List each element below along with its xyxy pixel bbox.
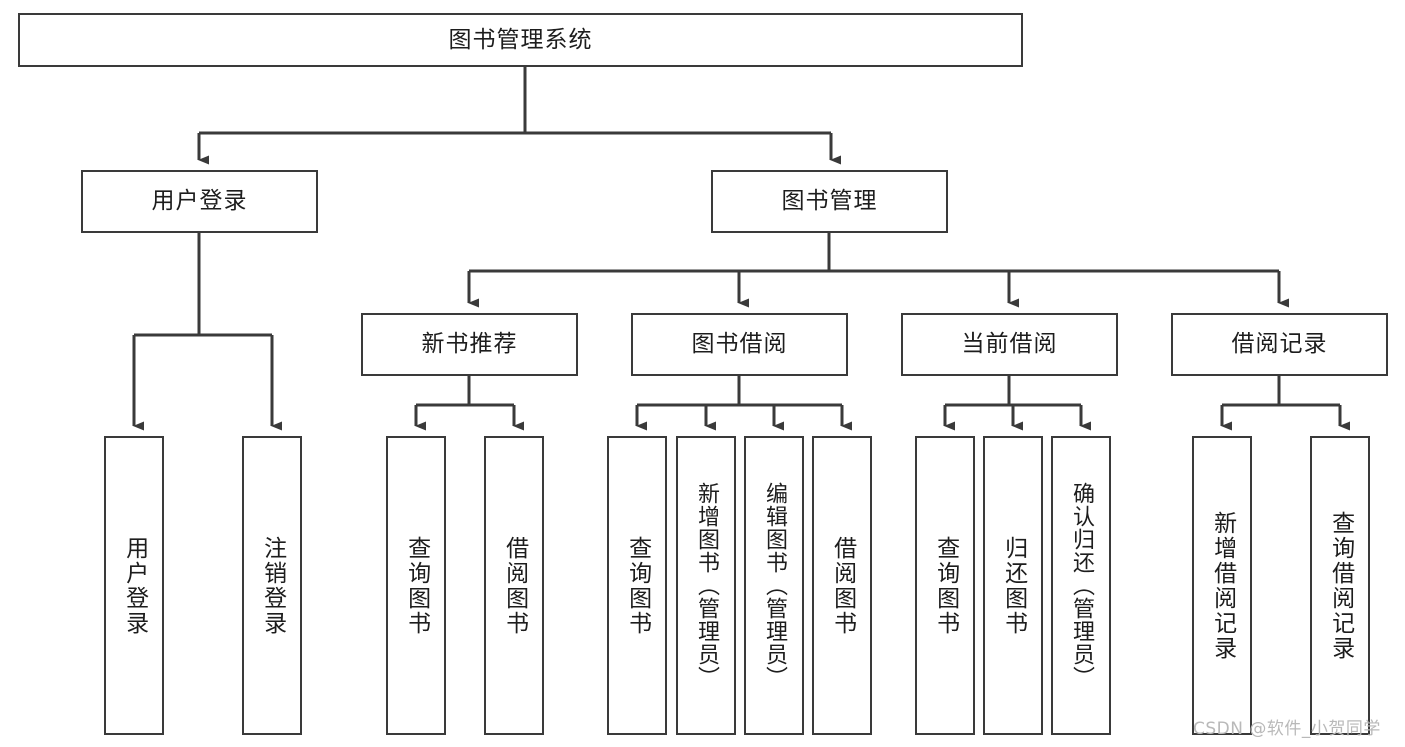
node-book-borrow[interactable]: 图书借阅	[631, 313, 848, 376]
leaf-user-login-2[interactable]: 注销登录	[242, 436, 302, 735]
node-book-management[interactable]: 图书管理	[711, 170, 948, 233]
csdn-watermark: CSDN @软件_小贺同学	[1193, 719, 1381, 739]
leaf-user-login-1-label: 用户登录	[121, 535, 148, 636]
leaf-book-borrow-2-label: 新增图书（管理员）	[693, 482, 719, 689]
leaf-user-login-2-label: 注销登录	[259, 535, 286, 636]
leaf-new-book-2[interactable]: 借阅图书	[484, 436, 544, 735]
leaf-borrow-records-1-label: 新增借阅记录	[1209, 510, 1236, 661]
leaf-current-borrow-1[interactable]: 查询图书	[915, 436, 975, 735]
leaf-user-login-1[interactable]: 用户登录	[104, 436, 164, 735]
leaf-new-book-1-label: 查询图书	[403, 535, 430, 636]
leaf-current-borrow-2-label: 归还图书	[1000, 535, 1027, 636]
node-user-login-label: 用户登录	[151, 188, 248, 214]
leaf-new-book-1[interactable]: 查询图书	[386, 436, 446, 735]
leaf-current-borrow-2[interactable]: 归还图书	[983, 436, 1043, 735]
node-borrow-records[interactable]: 借阅记录	[1171, 313, 1388, 376]
node-book-management-label: 图书管理	[781, 188, 878, 214]
leaf-borrow-records-1[interactable]: 新增借阅记录	[1192, 436, 1252, 735]
leaf-book-borrow-4-label: 借阅图书	[829, 535, 856, 636]
node-new-book-recommend-label: 新书推荐	[421, 331, 518, 357]
node-new-book-recommend[interactable]: 新书推荐	[361, 313, 578, 376]
node-root[interactable]: 图书管理系统	[18, 13, 1023, 67]
node-current-borrow-label: 当前借阅	[961, 331, 1058, 357]
leaf-book-borrow-3-label: 编辑图书（管理员）	[761, 482, 787, 689]
leaf-book-borrow-3[interactable]: 编辑图书（管理员）	[744, 436, 804, 735]
leaf-book-borrow-2[interactable]: 新增图书（管理员）	[676, 436, 736, 735]
node-user-login[interactable]: 用户登录	[81, 170, 318, 233]
node-current-borrow[interactable]: 当前借阅	[901, 313, 1118, 376]
leaf-current-borrow-1-label: 查询图书	[932, 535, 959, 636]
leaf-book-borrow-1[interactable]: 查询图书	[607, 436, 667, 735]
leaf-borrow-records-2[interactable]: 查询借阅记录	[1310, 436, 1370, 735]
leaf-book-borrow-1-label: 查询图书	[624, 535, 651, 636]
leaf-borrow-records-2-label: 查询借阅记录	[1327, 510, 1354, 661]
node-book-borrow-label: 图书借阅	[691, 331, 788, 357]
leaf-current-borrow-3-label: 确认归还（管理员）	[1068, 482, 1094, 689]
node-borrow-records-label: 借阅记录	[1231, 331, 1328, 357]
leaf-new-book-2-label: 借阅图书	[501, 535, 528, 636]
leaf-current-borrow-3[interactable]: 确认归还（管理员）	[1051, 436, 1111, 735]
node-root-label: 图书管理系统	[448, 26, 593, 53]
leaf-book-borrow-4[interactable]: 借阅图书	[812, 436, 872, 735]
